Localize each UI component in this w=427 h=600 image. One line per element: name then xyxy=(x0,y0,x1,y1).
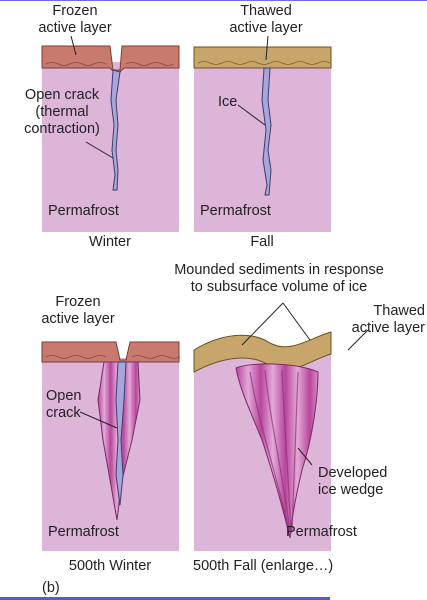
label-permafrost: Permafrost xyxy=(200,203,271,220)
label-line: Thawed xyxy=(214,3,318,20)
label-line: Frozen xyxy=(25,3,125,20)
label-ice: Ice xyxy=(218,94,237,111)
label-permafrost: Permafrost xyxy=(286,524,357,541)
label-line: crack xyxy=(46,405,81,422)
thawed-active-layer xyxy=(194,47,331,68)
label-line: Open crack xyxy=(10,87,114,104)
label-thawed-active-layer: Thawed active layer xyxy=(325,303,425,337)
label-open-crack: Open crack xyxy=(46,388,81,422)
caption-winter: Winter xyxy=(60,234,160,251)
panel-500th-winter xyxy=(42,342,180,551)
label-line: to subsurface volume of ice xyxy=(148,279,410,296)
panel-500th-fall xyxy=(194,303,368,551)
figure-tag: (b) xyxy=(42,580,60,597)
caption-500th-fall: 500th Fall (enlarge…) xyxy=(193,558,333,575)
label-thawed-active-layer: Thawed active layer xyxy=(214,3,318,37)
frozen-active-layer xyxy=(42,46,179,72)
pointer-mound-right xyxy=(283,303,310,340)
label-line: active layer xyxy=(325,320,425,337)
label-line: Thawed xyxy=(325,303,425,320)
label-line: active layer xyxy=(28,311,128,328)
label-line: (thermal xyxy=(10,104,114,121)
label-mounded-sediments: Mounded sediments in response to subsurf… xyxy=(148,262,410,296)
label-permafrost: Permafrost xyxy=(48,203,119,220)
label-open-crack: Open crack (thermal contraction) xyxy=(10,87,114,138)
label-frozen-active-layer: Frozen active layer xyxy=(25,3,125,37)
label-developed-ice-wedge: Developed ice wedge xyxy=(318,465,387,499)
label-line: contraction) xyxy=(10,121,114,138)
label-frozen-active-layer: Frozen active layer xyxy=(28,294,128,328)
label-line: Mounded sediments in response xyxy=(148,262,410,279)
label-line: active layer xyxy=(25,20,125,37)
label-line: Open xyxy=(46,388,81,405)
label-permafrost: Permafrost xyxy=(48,524,119,541)
label-line: Developed xyxy=(318,465,387,482)
label-line: Frozen xyxy=(28,294,128,311)
label-line: ice wedge xyxy=(318,482,387,499)
caption-fall: Fall xyxy=(212,234,312,251)
caption-500th-winter: 500th Winter xyxy=(50,558,170,575)
label-line: active layer xyxy=(214,20,318,37)
